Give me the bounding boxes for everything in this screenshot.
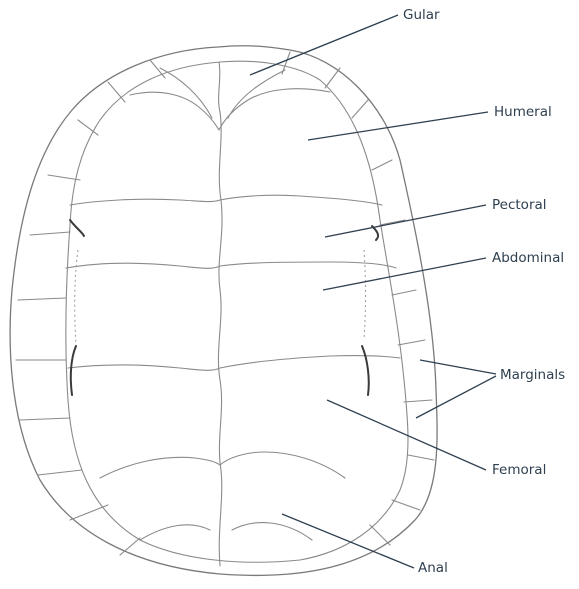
shell-outer-outline bbox=[10, 46, 437, 576]
label-gular: Gular bbox=[403, 7, 440, 23]
label-anal: Anal bbox=[418, 560, 448, 576]
label-femoral: Femoral bbox=[492, 462, 546, 478]
label-pectoral: Pectoral bbox=[492, 197, 547, 213]
label-marginals: Marginals bbox=[500, 367, 565, 383]
label-humeral: Humeral bbox=[494, 104, 552, 120]
plastron-shell bbox=[10, 46, 437, 576]
label-abdominal: Abdominal bbox=[492, 250, 564, 266]
